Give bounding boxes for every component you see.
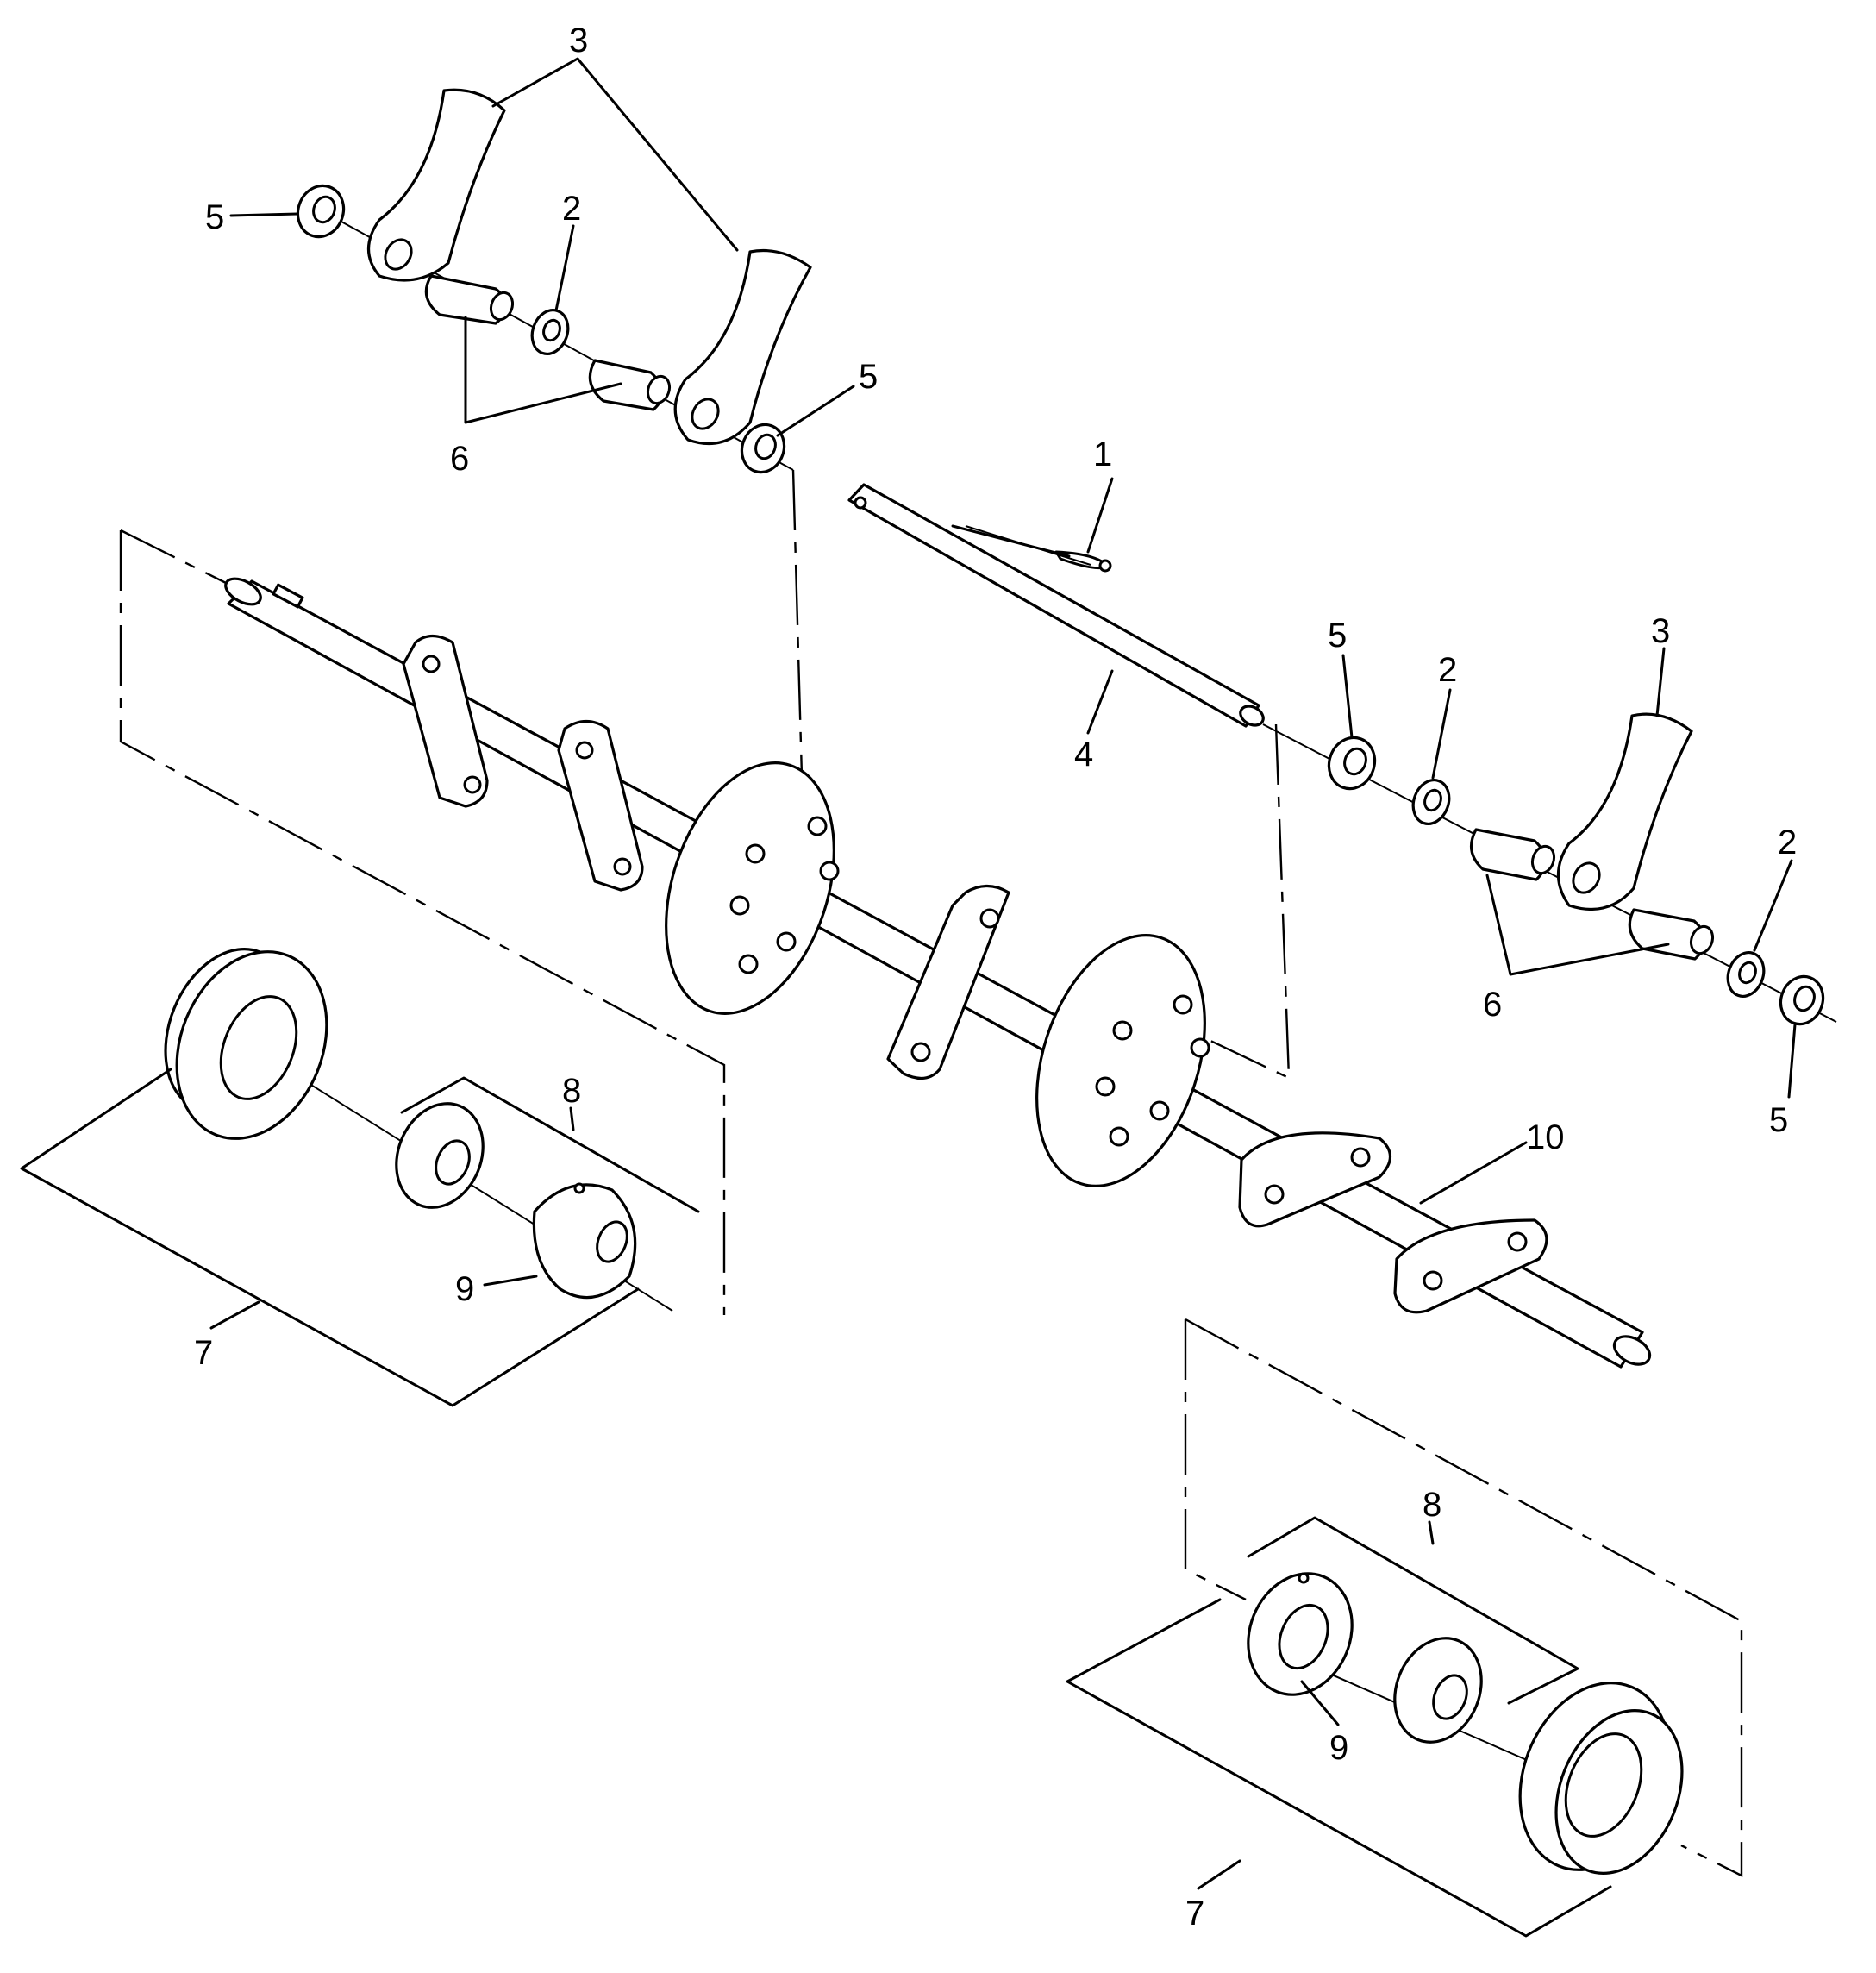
callout-2: 2	[1438, 651, 1457, 689]
washer-5-mid-left	[740, 423, 786, 474]
shaft-flange-3	[886, 884, 1010, 1080]
callout-8: 8	[1423, 1486, 1441, 1524]
washer-2-end-right	[1726, 951, 1766, 998]
shaft-disc-1	[665, 761, 840, 1015]
callout-4: 4	[1074, 736, 1093, 774]
washer-5-end-right	[1779, 974, 1825, 1026]
bushing-6-right-a	[1469, 828, 1556, 881]
callout-9: 9	[1329, 1729, 1348, 1767]
shaft-flange-1	[402, 634, 489, 808]
bushing-6-right-b	[1628, 908, 1715, 961]
callout-5: 5	[1769, 1101, 1788, 1139]
callout-5: 5	[859, 358, 878, 396]
callout-1: 1	[1093, 435, 1112, 473]
bushing-6-left-a	[424, 274, 515, 325]
callout-10: 10	[1526, 1118, 1565, 1156]
callout-5: 5	[1328, 617, 1347, 655]
callout-7: 7	[1185, 1895, 1204, 1932]
callout-labels: 1 2 2 2 3 3 4 5 5 5 5 6 6 7 7 8 8 9 9 10	[194, 22, 1797, 1932]
arm-left-upper	[367, 88, 506, 282]
washer-5-top-left	[296, 184, 346, 239]
washer-2-mid-right	[1411, 779, 1451, 825]
shaft-flange-4	[1238, 1131, 1392, 1228]
callout-9: 9	[455, 1270, 474, 1308]
locking-collar-left	[532, 1182, 637, 1300]
callout-7: 7	[194, 1334, 213, 1372]
bearing-insert-right	[1393, 1637, 1483, 1744]
axis-lines	[258, 206, 1837, 1764]
locking-collar-right	[1247, 1572, 1354, 1696]
callout-6: 6	[1483, 986, 1502, 1024]
callout-3: 3	[569, 22, 588, 60]
callout-2: 2	[1778, 824, 1797, 861]
washer-2-top-left	[530, 309, 570, 355]
shaft-flange-5	[1393, 1218, 1548, 1314]
bearing-housing-left	[164, 948, 328, 1140]
pin-rod	[847, 483, 1265, 728]
bushing-6-left-b	[588, 359, 672, 411]
callout-2: 2	[562, 190, 581, 228]
shaft-disc-2	[1035, 934, 1210, 1187]
leader-lines	[20, 57, 1797, 1938]
callout-6: 6	[450, 440, 469, 478]
bearing-housing-right	[1518, 1682, 1684, 1875]
arm-right	[1556, 712, 1693, 911]
callout-3: 3	[1651, 612, 1670, 650]
arm-left-lower	[673, 248, 812, 446]
shaft-flange-2	[557, 719, 644, 892]
phantom-lines	[119, 469, 1743, 1877]
split-pin	[1054, 550, 1112, 573]
callout-8: 8	[562, 1072, 581, 1110]
bearing-insert-left	[395, 1102, 485, 1209]
callout-5: 5	[205, 198, 224, 236]
washer-5-mid-right	[1327, 736, 1377, 791]
